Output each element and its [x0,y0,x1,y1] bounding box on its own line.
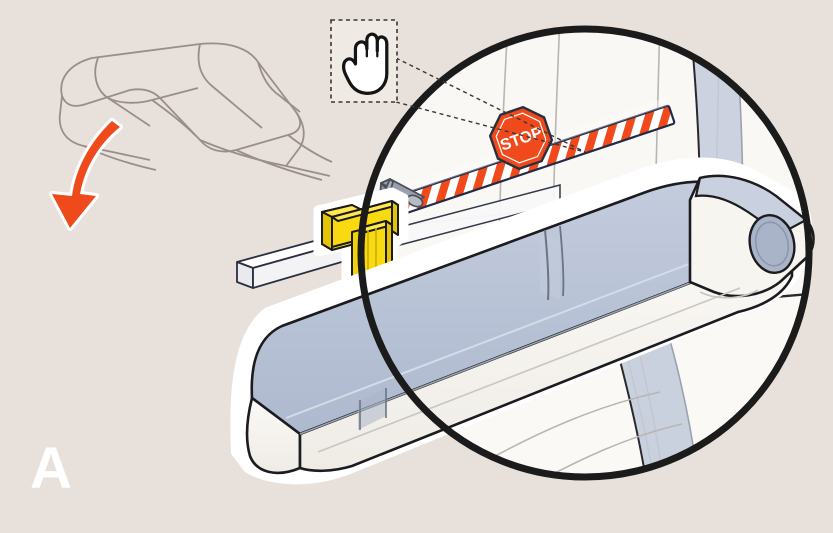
hand-icon [342,32,389,95]
armrest [230,157,815,485]
hand-callout [330,19,586,153]
striped-barrier-arm: STOP [374,97,676,231]
armrest-raised-ghost [58,42,333,181]
step-letter: A [30,436,72,501]
callout-leader-lines [395,57,586,153]
armrest-detail-lines [317,287,759,453]
rotate-down-arrow [49,118,123,231]
seat-back-lower-shade [612,320,700,477]
detail-circle-outline [357,25,813,481]
armrest-left-cap [245,395,302,475]
stop-sign: STOP [488,105,554,171]
